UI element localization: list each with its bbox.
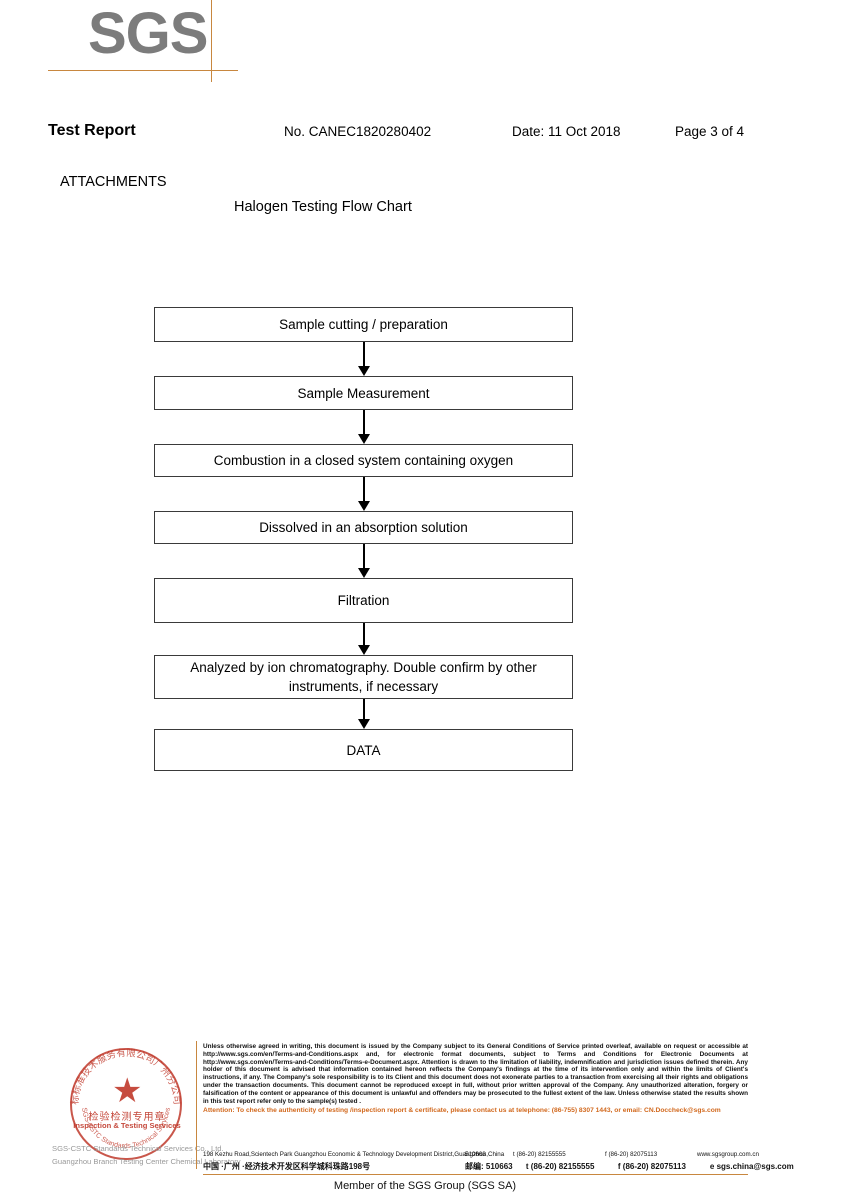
address-cn-zip-label: 邮编: [465,1162,484,1171]
flow-arrow-6 [154,699,573,729]
address-en-street: 198 Kezhu Road,Scientech Park Guangzhou … [203,1151,505,1158]
sgs-group-member-note: Member of the SGS Group (SGS SA) [333,1180,517,1192]
flow-arrow-2 [154,410,573,444]
attachments-heading: ATTACHMENTS [60,174,167,190]
address-en-website: www.sgsgroup.com.cn [697,1151,759,1158]
arrow-shaft [362,410,365,436]
flow-step-7: DATA [154,729,573,771]
seal-english-text: Inspection & Testing Services [73,1121,181,1130]
flow-step-4: Dissolved in an absorption solution [154,511,573,544]
flow-arrow-4 [154,544,573,578]
flow-arrow-3 [154,477,573,511]
sgs-logo-text: SGS [88,1,208,66]
arrow-shaft [362,342,365,368]
address-line-english: 198 Kezhu Road,Scientech Park Guangzhou … [203,1150,763,1159]
flow-step-6: Analyzed by ion chromatography. Double c… [154,655,573,699]
logo-vertical-rule [211,0,212,82]
report-number: No. CANEC1820280402 [284,124,432,139]
address-en-fax: f (86-20) 82075113 [605,1151,658,1158]
footer-horizontal-rule [203,1174,748,1175]
arrow-head-icon [357,568,370,578]
arrow-head-icon [357,719,370,729]
address-cn-zip: 510663 [485,1162,513,1171]
seal-company-line2: Guangzhou Branch Testing Center Chemical… [52,1157,241,1166]
flow-step-1: Sample cutting / preparation [154,307,573,342]
flow-step-3: Combustion in a closed system containing… [154,444,573,477]
flow-step-2: Sample Measurement [154,376,573,410]
arrow-shaft [362,544,365,570]
flow-step-5: Filtration [154,578,573,623]
address-line-chinese: 中国 ·广州 ·经济技术开发区科学城科珠路198号 邮编: 510663 t (86… [203,1161,794,1172]
arrow-shaft [362,477,365,503]
seal-chinese-text: 检验检测专用章 [88,1112,166,1123]
page-number: Page 3 of 4 [675,124,745,139]
arrow-shaft [362,699,365,721]
footer-vertical-divider [196,1041,197,1169]
flow-arrow-1 [154,342,573,376]
footer-legal-block: Unless otherwise agreed in writing, this… [203,1043,748,1116]
arrow-head-icon [357,434,370,444]
flow-arrow-5 [154,623,573,655]
seal-star-icon: ★ [112,1072,143,1110]
address-cn-street: 中国 ·广州 ·经济技术开发区科学城科珠路198号 [203,1162,371,1171]
address-cn-email: e sgs.china@sgs.com [709,1162,794,1171]
report-date: Date: 11 Oct 2018 [512,124,621,139]
address-en-zip: 510663 [465,1151,486,1158]
address-cn-tel: t (86-20) 82155555 [525,1162,595,1171]
seal-arc-text: 标标准技术服务有限公司广州分公司 SGS-CSTC Standards Tech… [68,1046,184,1162]
logo-horizontal-rule [48,70,238,71]
address-en-tel: t (86-20) 82155555 [513,1151,566,1158]
arrow-head-icon [357,645,370,655]
seal-company-line1: SGS-CSTC Standards Technical Services Co… [52,1144,224,1153]
page-title: Test Report [48,122,136,139]
sgs-logo: SGS [48,0,298,90]
halogen-testing-flow-chart: Sample cutting / preparation Sample Meas… [154,307,573,771]
address-cn-fax: f (86-20) 82075113 [617,1162,686,1171]
arrow-shaft [362,623,365,647]
flow-chart-title: Halogen Testing Flow Chart [234,199,412,215]
arrow-head-icon [357,501,370,511]
seal-outer-ring [70,1048,182,1160]
inspection-seal-stamp: 标标准技术服务有限公司广州分公司 SGS-CSTC Standards Tech… [52,1044,241,1174]
report-header: Test Report No. CANEC1820280402 Date: 11… [0,122,850,146]
footer-legal-text: Unless otherwise agreed in writing, this… [203,1043,748,1105]
footer-attention-text: Attention: To check the authenticity of … [203,1107,721,1115]
arrow-head-icon [357,366,370,376]
